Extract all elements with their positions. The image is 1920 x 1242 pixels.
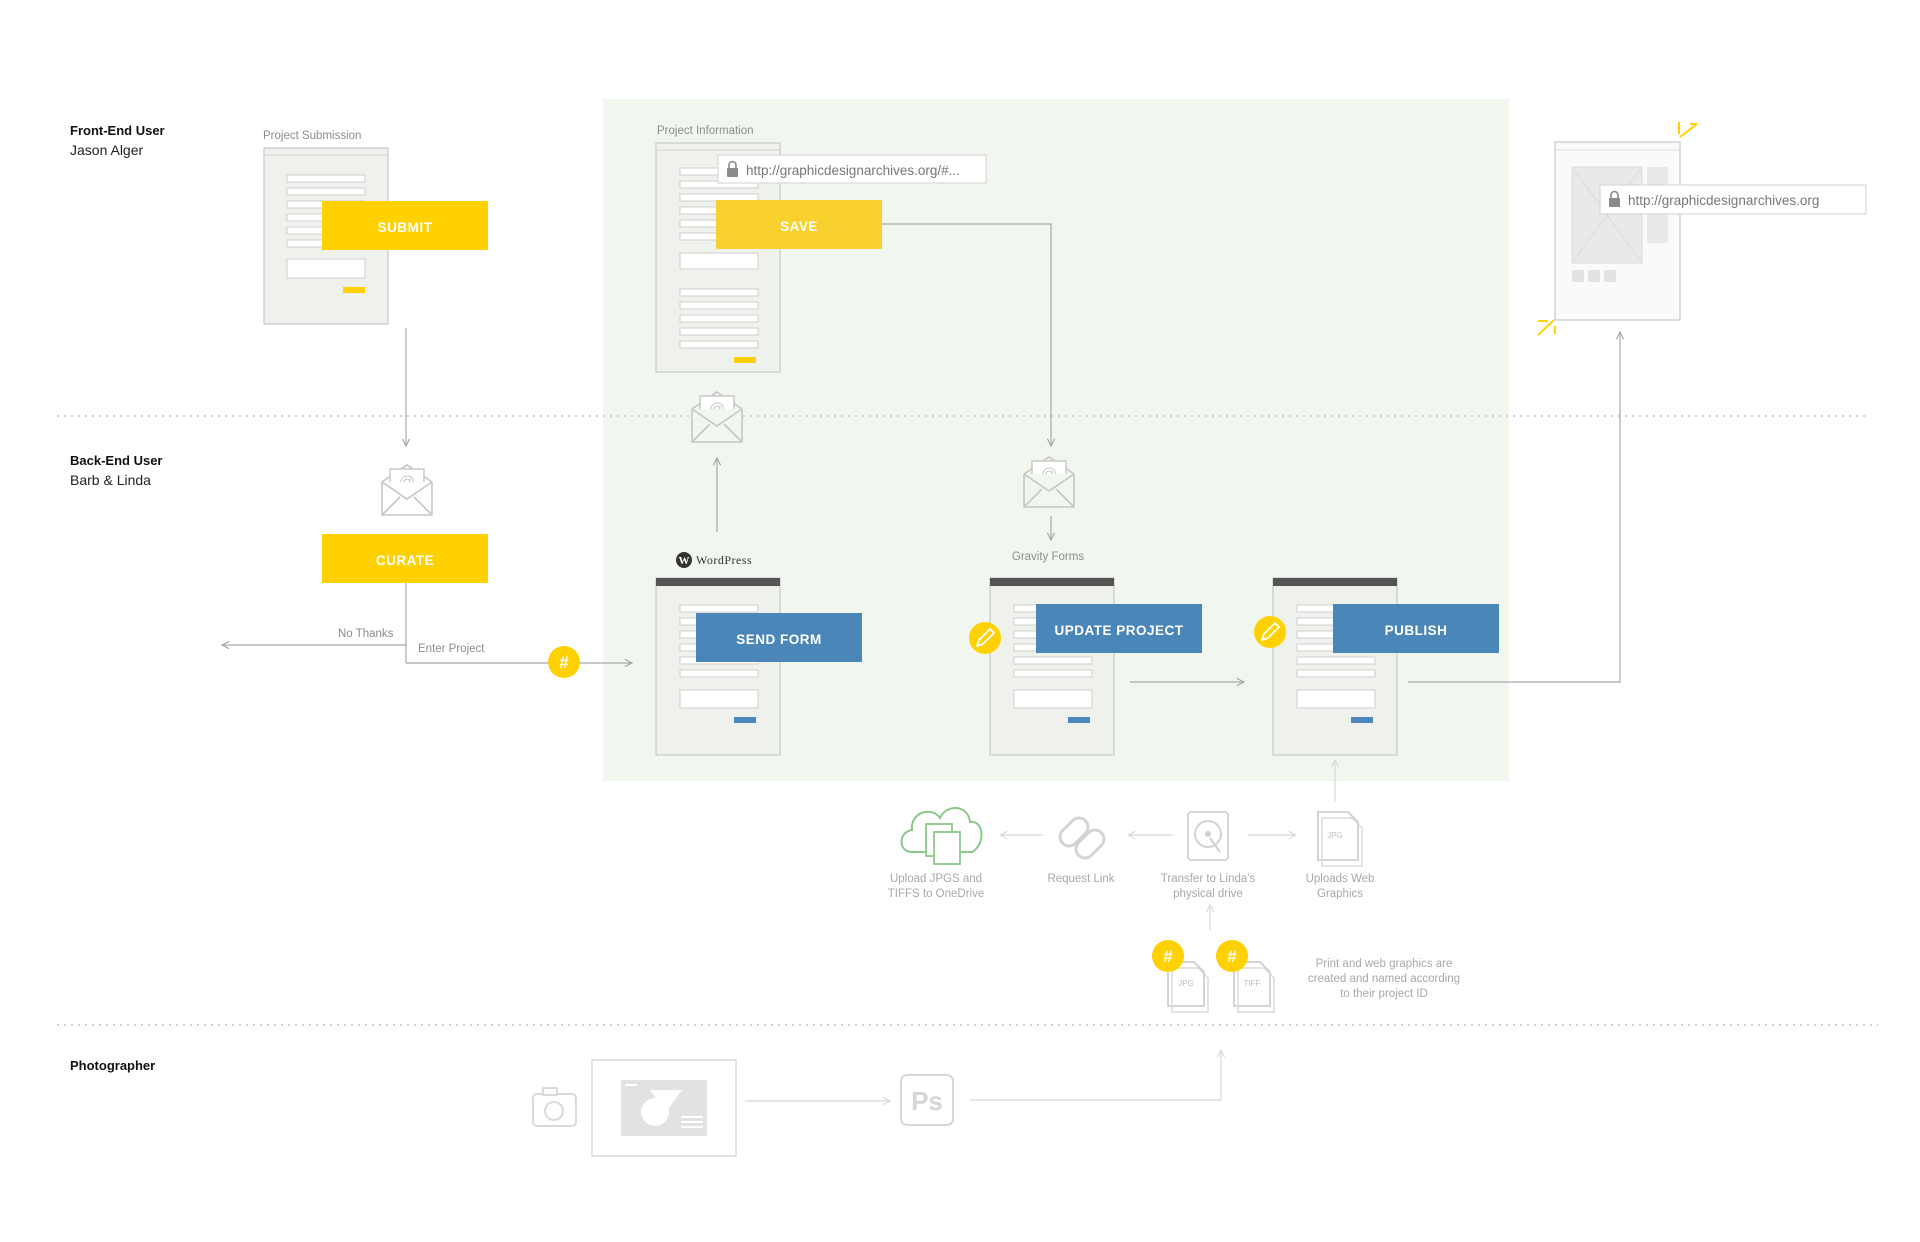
hash-icon: # (1152, 940, 1184, 972)
file-type-label: JPG (1178, 979, 1194, 988)
lane-front-end: Front-End User Jason Alger (70, 123, 165, 158)
send-form-button[interactable]: SEND FORM (696, 613, 862, 662)
hash-icon: # (548, 646, 580, 678)
email-icon: @ (691, 391, 743, 443)
project-submission-caption: Project Submission (263, 130, 361, 142)
step-label: Upload JPGS and (890, 873, 982, 885)
enter-project-label: Enter Project (418, 643, 485, 655)
hash-icon: # (1216, 940, 1248, 972)
website-preview (1554, 141, 1681, 321)
email-icon: @ (1023, 456, 1075, 508)
naming-note: created and named according (1308, 973, 1460, 985)
lane-title: Back-End User (70, 453, 162, 468)
photo-frame (591, 1059, 737, 1157)
step-label: Uploads Web (1306, 873, 1375, 885)
site-url-text: http://graphicdesignarchives.org (1628, 193, 1819, 208)
save-label: SAVE (780, 219, 818, 234)
hash-symbol: # (559, 653, 569, 672)
gravity-forms-caption: Gravity Forms (1012, 551, 1084, 563)
svg-text:W: W (679, 555, 690, 567)
step-label: Transfer to Linda's (1161, 873, 1256, 885)
link-icon (1058, 816, 1106, 860)
hard-drive-icon (1187, 811, 1229, 861)
naming-note: Print and web graphics are (1316, 958, 1453, 970)
step-label: Request Link (1047, 873, 1114, 885)
submit-label: SUBMIT (378, 220, 433, 235)
naming-note: to their project ID (1340, 988, 1428, 1000)
wordpress-text: WordPress (696, 553, 752, 567)
site-url-bar[interactable]: http://graphicdesignarchives.org (1599, 184, 1867, 215)
pencil-icon (1254, 616, 1286, 648)
curate-label: CURATE (376, 553, 434, 568)
sparkle-icon (1678, 122, 1698, 138)
publish-label: PUBLISH (1385, 623, 1448, 638)
cloud-upload-icon (900, 807, 983, 865)
photoshop-icon: Ps (900, 1074, 954, 1126)
wordpress-logo: W WordPress (676, 552, 752, 568)
submit-button[interactable]: SUBMIT (322, 201, 488, 250)
tiff-file-icon: TIFF (1233, 961, 1275, 1013)
jpg-file-icon: JPG (1317, 811, 1363, 867)
step-label: physical drive (1173, 888, 1243, 900)
url-text: http://graphicdesignarchives.org/#... (746, 163, 960, 178)
email-icon: @ (381, 464, 433, 516)
save-button[interactable]: SAVE (716, 200, 882, 249)
file-type-label: JPG (1327, 831, 1343, 840)
connector (882, 223, 1051, 446)
lane-photographer: Photographer (70, 1058, 155, 1073)
update-project-label: UPDATE PROJECT (1054, 623, 1183, 638)
send-form-card (655, 577, 781, 756)
url-bar[interactable]: http://graphicdesignarchives.org/#... (717, 154, 987, 184)
step-label: TIFFS to OneDrive (888, 888, 985, 900)
curate-button[interactable]: CURATE (322, 534, 488, 583)
hash-symbol: # (1227, 947, 1237, 966)
lane-person: Jason Alger (70, 142, 143, 158)
project-information-caption: Project Information (657, 125, 754, 137)
lane-back-end: Back-End User Barb & Linda (70, 453, 162, 488)
file-type-label: TIFF (1244, 979, 1261, 988)
publish-button[interactable]: PUBLISH (1333, 604, 1499, 653)
connector (1408, 332, 1620, 683)
camera-icon (532, 1087, 577, 1127)
pencil-icon (969, 622, 1001, 654)
lane-title: Photographer (70, 1058, 155, 1073)
send-form-label: SEND FORM (736, 632, 822, 647)
hash-symbol: # (1163, 947, 1173, 966)
no-thanks-label: No Thanks (338, 628, 394, 640)
lock-icon (727, 160, 738, 177)
jpg-file-icon: JPG (1167, 961, 1209, 1013)
update-project-button[interactable]: UPDATE PROJECT (1036, 604, 1202, 653)
connector (970, 1050, 1221, 1101)
step-label: Graphics (1317, 888, 1363, 900)
photoshop-label: Ps (911, 1086, 943, 1116)
lane-person: Barb & Linda (70, 472, 151, 488)
lock-icon (1609, 190, 1620, 207)
sparkle-icon (1537, 319, 1556, 336)
lane-title: Front-End User (70, 123, 165, 138)
